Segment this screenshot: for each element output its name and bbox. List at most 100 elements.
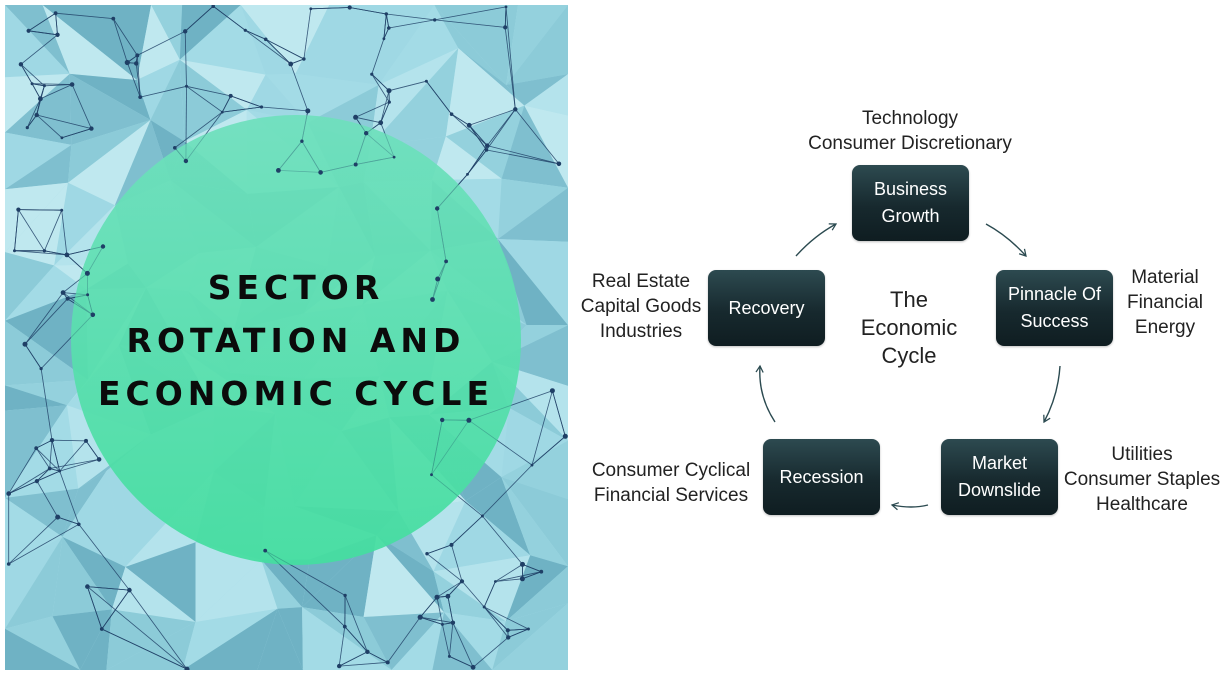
background-facet bbox=[150, 59, 185, 142]
background-facet bbox=[5, 497, 63, 567]
network-line bbox=[386, 13, 435, 21]
network-line bbox=[55, 12, 114, 19]
network-line bbox=[36, 468, 50, 482]
background-facet bbox=[5, 405, 67, 498]
network-node bbox=[99, 627, 104, 631]
network-line bbox=[301, 140, 321, 173]
background-facet bbox=[505, 555, 568, 622]
network-line bbox=[522, 571, 542, 580]
background-facet bbox=[501, 440, 568, 500]
network-line bbox=[371, 38, 385, 75]
network-line bbox=[320, 164, 356, 173]
background-facet bbox=[295, 73, 379, 123]
network-node bbox=[435, 276, 441, 282]
stage-label: Recession bbox=[779, 466, 864, 487]
network-node bbox=[34, 112, 39, 118]
network-node bbox=[435, 206, 440, 211]
network-node bbox=[211, 5, 215, 8]
network-node bbox=[520, 561, 525, 567]
network-line bbox=[436, 174, 468, 209]
network-line bbox=[140, 85, 187, 98]
network-line bbox=[355, 156, 395, 165]
network-line bbox=[36, 480, 59, 518]
network-line bbox=[129, 589, 188, 670]
network-line bbox=[531, 390, 553, 466]
network-line bbox=[388, 19, 435, 29]
stage-label: Recovery bbox=[728, 297, 805, 318]
network-line bbox=[383, 13, 387, 39]
network-node bbox=[353, 114, 359, 120]
background-facet bbox=[465, 477, 531, 556]
network-line bbox=[419, 596, 438, 618]
background-facet bbox=[150, 120, 185, 181]
network-line bbox=[468, 125, 487, 151]
background-facet bbox=[179, 59, 266, 110]
network-node bbox=[84, 270, 90, 276]
network-line bbox=[468, 125, 488, 146]
network-node bbox=[22, 341, 28, 347]
network-line bbox=[386, 13, 435, 21]
background-facet bbox=[68, 120, 151, 206]
network-line bbox=[320, 164, 356, 173]
network-line bbox=[101, 628, 188, 670]
network-line bbox=[278, 140, 303, 171]
network-line bbox=[483, 606, 509, 638]
background-facet bbox=[5, 536, 63, 629]
network-line bbox=[24, 343, 42, 369]
network-line bbox=[483, 581, 496, 608]
network-line bbox=[495, 571, 542, 582]
network-line bbox=[426, 80, 452, 115]
network-line bbox=[449, 622, 454, 657]
background-facet bbox=[136, 5, 180, 80]
network-line bbox=[355, 116, 381, 124]
network-node bbox=[318, 170, 323, 175]
network-line bbox=[436, 597, 443, 625]
network-line bbox=[8, 516, 58, 565]
network-line bbox=[487, 145, 559, 165]
network-line bbox=[67, 298, 94, 316]
network-line bbox=[467, 145, 488, 175]
network-line bbox=[385, 13, 390, 29]
network-line bbox=[49, 459, 100, 469]
network-line bbox=[32, 83, 73, 85]
network-node bbox=[470, 664, 476, 670]
network-line bbox=[245, 29, 266, 40]
network-line bbox=[380, 101, 390, 123]
network-node bbox=[42, 249, 47, 253]
network-line bbox=[18, 209, 45, 252]
network-node bbox=[562, 433, 568, 439]
stage-recovery: Recovery bbox=[708, 270, 825, 346]
network-line bbox=[49, 440, 53, 469]
network-line bbox=[212, 5, 246, 31]
network-line bbox=[467, 149, 487, 175]
network-node bbox=[84, 438, 88, 443]
network-line bbox=[184, 5, 214, 32]
network-line bbox=[184, 31, 187, 87]
network-node bbox=[424, 79, 428, 83]
network-node bbox=[449, 542, 454, 547]
network-line bbox=[40, 368, 53, 441]
background-facet bbox=[370, 48, 459, 146]
background-facet bbox=[501, 105, 568, 188]
network-node bbox=[526, 627, 530, 631]
network-line bbox=[18, 209, 45, 252]
background-facet bbox=[5, 265, 87, 321]
background-facet bbox=[125, 542, 196, 622]
network-node bbox=[38, 96, 43, 102]
network-line bbox=[436, 174, 468, 209]
network-line bbox=[442, 624, 450, 657]
network-line bbox=[290, 63, 309, 112]
background-facet bbox=[506, 74, 568, 106]
network-line bbox=[495, 564, 523, 582]
network-line bbox=[85, 440, 100, 460]
background-facet bbox=[492, 325, 568, 386]
background-facet bbox=[182, 608, 278, 670]
background-facet bbox=[78, 434, 151, 489]
network-line bbox=[87, 586, 130, 591]
network-node bbox=[378, 120, 384, 126]
background-facet bbox=[378, 5, 435, 85]
background-facet bbox=[42, 5, 137, 80]
stage-recession: Recession bbox=[763, 439, 880, 515]
network-line bbox=[67, 294, 88, 300]
network-node bbox=[60, 136, 64, 140]
